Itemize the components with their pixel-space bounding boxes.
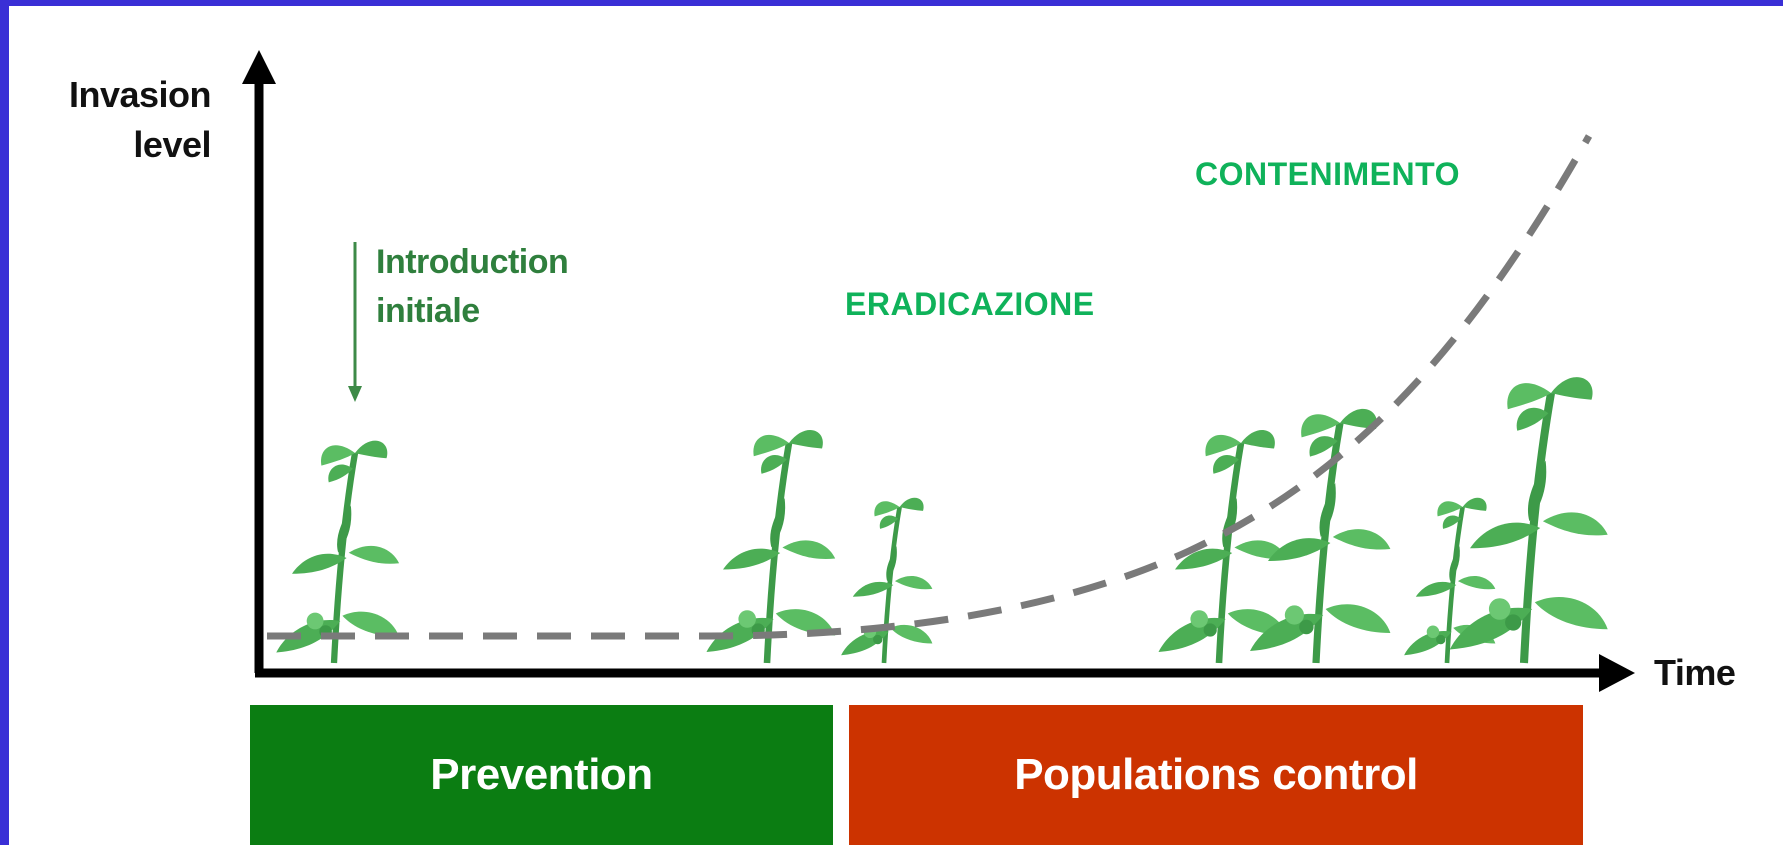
y-axis-label-line2: level [133,124,211,165]
invasion-curve [267,134,1593,640]
x-axis-arrow-icon [1599,654,1635,692]
introduction-line1: Introduction [376,243,569,281]
y-axis-label: Invasion level [41,70,212,170]
plant-icon [1450,377,1608,663]
prevention-bar: Prevention [250,705,833,845]
introduction-arrow-icon [348,386,362,402]
diagram-canvas: Invasion level Time Introduction initial… [9,6,1783,845]
plant-icon [276,441,399,663]
y-axis-arrow-icon [242,50,276,84]
plant-icon [1159,430,1288,663]
y-axis-label-line1: Invasion [68,74,212,115]
populations-control-bar-label: Populations control [1014,750,1418,799]
populations-control-bar: Populations control [849,705,1583,845]
introduction-line2: initiale [376,292,480,330]
eradication-label: ERADICAZIONE [845,286,1095,322]
prevention-bar-label: Prevention [430,750,653,799]
plant-icon [707,430,836,663]
diagram-graphics [242,50,1635,692]
x-axis-label: Time [1654,652,1736,693]
containment-label: CONTENIMENTO [1195,156,1460,192]
introduction-annotation: Introduction initiale [376,238,569,336]
plant-icon [841,498,932,663]
